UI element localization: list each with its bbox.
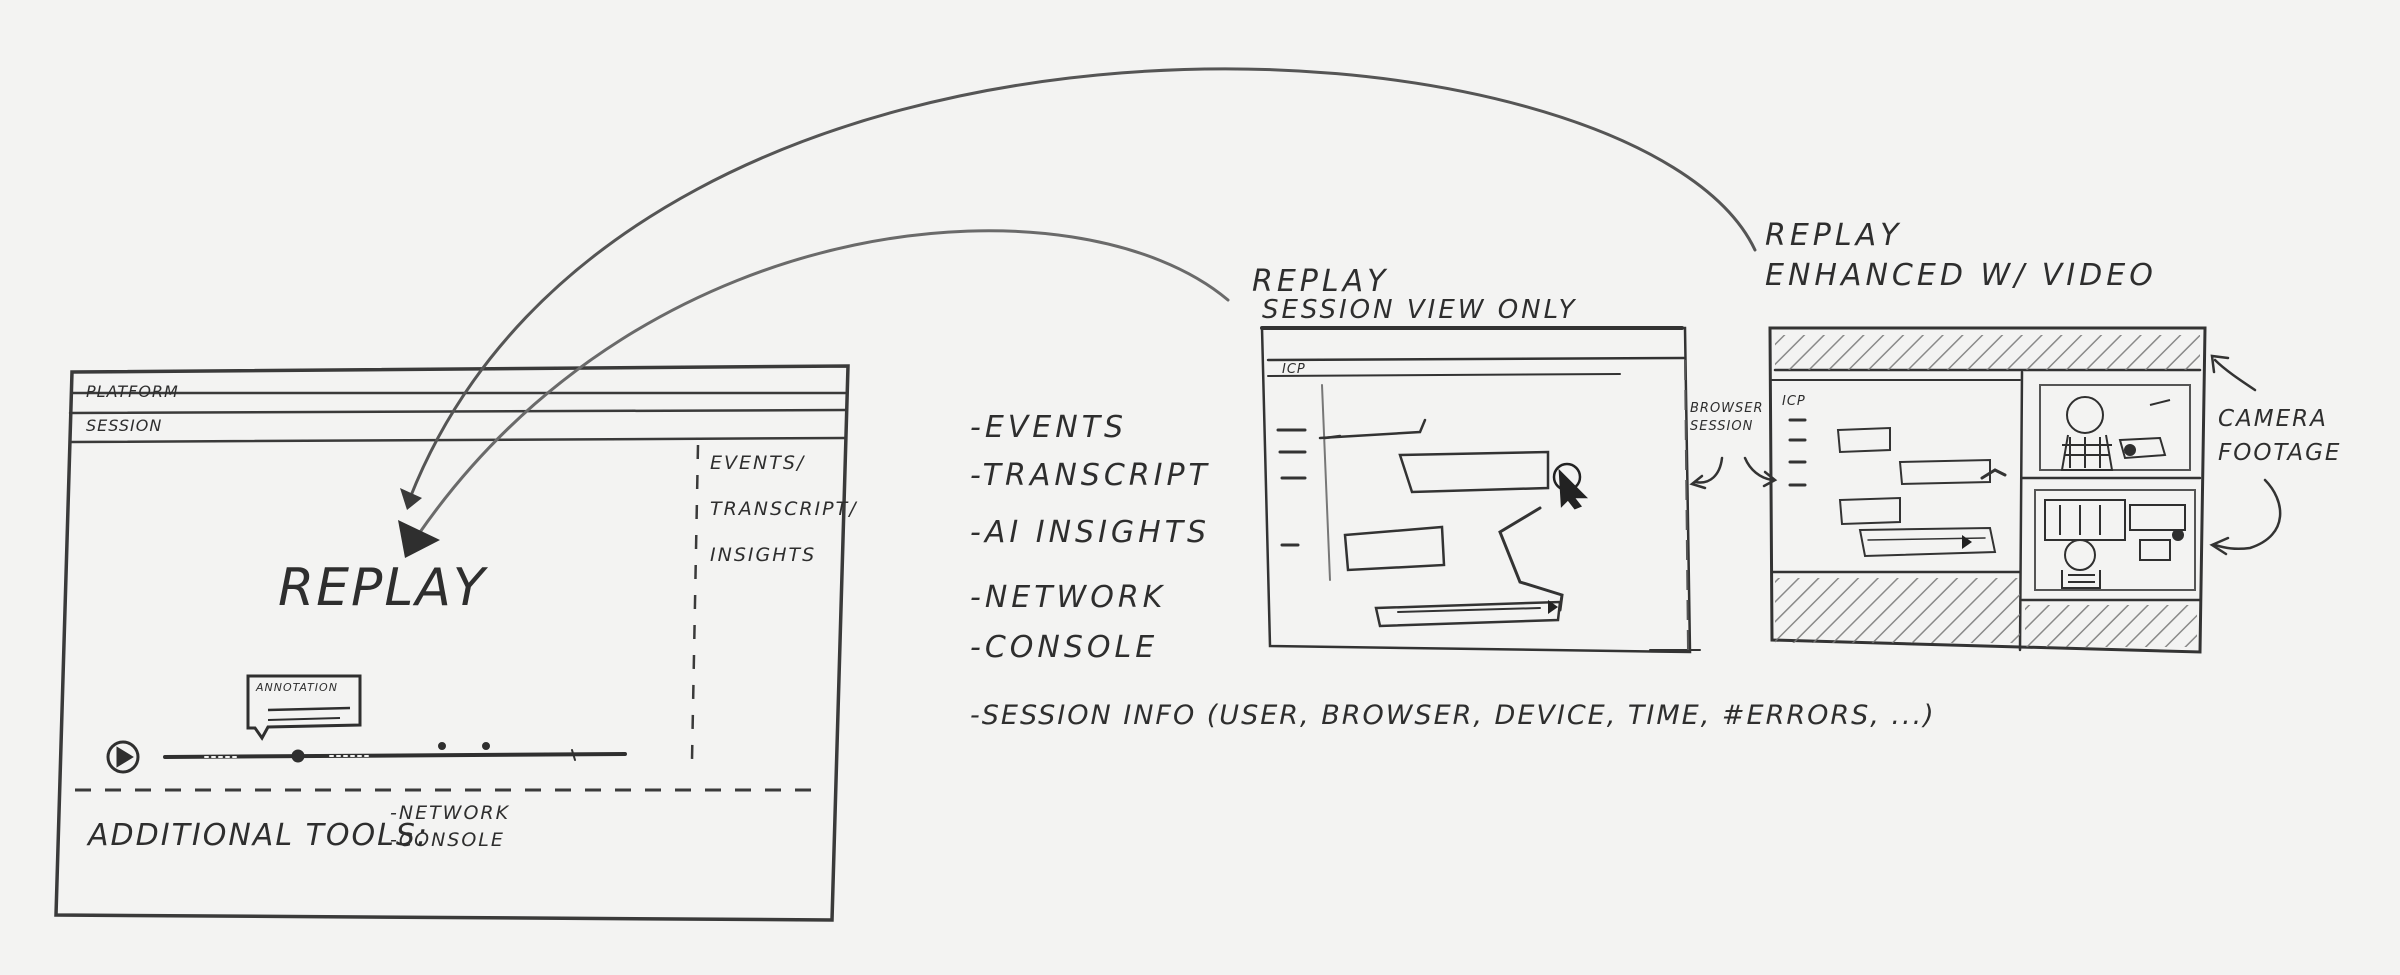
- feature-item-network: -NETWORK: [970, 580, 1167, 615]
- sidebar-line-transcript: TRANSCRIPT/: [710, 498, 858, 520]
- arrowhead-icon: [398, 520, 440, 558]
- enhanced-view-tab: ICP: [1782, 394, 1806, 409]
- cursor-icon: [1552, 462, 1589, 510]
- timeline: [163, 742, 627, 763]
- browser-session-note: BROWSER SESSION: [1690, 401, 1764, 434]
- tools-item-network: -NETWORK: [390, 802, 511, 824]
- session-view-tab: ICP: [1282, 362, 1306, 377]
- camera-footage-note: CAMERA FOOTAGE: [2218, 406, 2342, 466]
- sidebar-line-events: EVENTS/: [710, 452, 806, 474]
- feature-item-transcript: -TRANSCRIPT: [970, 458, 1211, 493]
- feature-item-ai-insights: -AI INSIGHTS: [970, 515, 1211, 550]
- session-divider-vertical: [1684, 359, 1689, 651]
- camera-feed-2: [2034, 489, 2196, 591]
- platform-label: PLATFORM: [86, 382, 179, 401]
- session-view-title: REPLAY: [1252, 264, 1390, 299]
- camera-footage-arrows: [2209, 354, 2282, 556]
- annotation-callout: [246, 674, 362, 741]
- sidebar-divider: [690, 444, 700, 761]
- enhanced-view-play-icon: [1962, 535, 1972, 549]
- session-view-frame: [1260, 326, 1701, 654]
- session-label: SESSION: [86, 416, 163, 435]
- feature-item-events: -EVENTS: [970, 410, 1128, 445]
- enhanced-view-title: REPLAY: [1765, 218, 1903, 253]
- play-icon: [106, 740, 140, 774]
- camera-feed-1: [2039, 384, 2191, 471]
- annotation-label: ANNOTATION: [256, 681, 338, 694]
- browser-session-arrows: [1689, 456, 1778, 490]
- hatched-footer: [1775, 578, 2020, 643]
- left-mockup-frame: [54, 364, 850, 922]
- additional-tools-label: ADDITIONAL TOOLS:: [88, 818, 429, 853]
- connector-arrows: [408, 67, 1757, 537]
- additional-tools-list: -NETWORK -CONSOLE: [390, 800, 510, 854]
- enhanced-view-subtitle: ENHANCED W/ VIDEO: [1765, 258, 2157, 293]
- replay-label: REPLAY: [278, 558, 487, 618]
- tools-item-console: -CONSOLE: [390, 829, 505, 851]
- sidebar-panel-label: EVENTS/ TRANSCRIPT/ INSIGHTS: [710, 440, 858, 578]
- session-info-label: -SESSION INFO (USER, BROWSER, DEVICE, TI…: [970, 700, 1936, 731]
- arrowhead-small-icon: [400, 488, 422, 510]
- session-view-play-icon: [1548, 600, 1558, 614]
- feature-item-console: -CONSOLE: [970, 630, 1159, 665]
- session-view-subtitle: SESSION VIEW ONLY: [1262, 295, 1578, 325]
- hatched-footer-right: [2025, 605, 2197, 647]
- sidebar-line-insights: INSIGHTS: [710, 544, 817, 566]
- hatched-header: [1775, 335, 2200, 370]
